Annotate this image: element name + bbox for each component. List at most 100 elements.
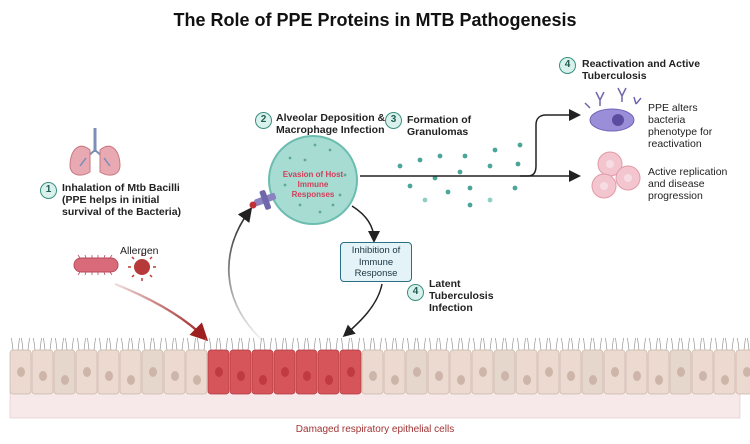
cell-nucleus [413, 367, 421, 377]
cell-nucleus [259, 375, 267, 385]
cell-nucleus [457, 375, 465, 385]
cilium [655, 337, 658, 351]
cilium [615, 337, 618, 351]
cilium [445, 337, 448, 351]
cilium [435, 337, 438, 351]
cilium [99, 337, 102, 351]
cilium [687, 337, 690, 351]
cilium [27, 337, 30, 351]
bacillus-icon [73, 254, 119, 276]
cilium [43, 337, 46, 351]
cilium [693, 337, 696, 351]
cilium [373, 337, 376, 351]
cilium [347, 337, 350, 351]
cell-nucleus [567, 371, 575, 381]
cell-nucleus [435, 371, 443, 381]
cilium [401, 337, 404, 351]
cilium [237, 337, 240, 351]
cilium [269, 337, 272, 351]
cell-nucleus [171, 371, 179, 381]
cilium [747, 337, 750, 351]
inhibition-box: Inhibition of Immune Response [340, 242, 412, 282]
cell-nucleus [325, 375, 333, 385]
cilium [325, 337, 328, 351]
damaged-cell [317, 349, 340, 395]
step-1-label: Inhalation of Mtb Bacilli (PPE helps in … [62, 182, 182, 218]
cilium [511, 337, 514, 351]
cilium [341, 337, 344, 351]
cell-nucleus [127, 375, 135, 385]
cilium [363, 337, 366, 351]
cilium [709, 337, 712, 351]
step-4-latent-badge: 4 [407, 284, 424, 301]
epithelial-cell [53, 349, 76, 395]
cilium [659, 337, 662, 351]
cell-nucleus [193, 375, 201, 385]
cilium [291, 337, 294, 351]
cilium [715, 337, 718, 351]
cilium [413, 337, 416, 351]
cilium [87, 337, 90, 351]
cilium [21, 337, 24, 351]
cilium [17, 337, 20, 351]
cilium [115, 337, 118, 351]
ppe-alters-label: PPE alters bacteria phenotype for reacti… [648, 102, 713, 150]
step-1-badge: 1 [40, 182, 57, 199]
epithelial-cell [515, 349, 538, 395]
epithelium-label: Damaged respiratory epithelial cells [295, 424, 455, 435]
cilium [65, 337, 68, 351]
cilium [545, 337, 548, 351]
cilium [567, 337, 570, 351]
diagram-title: The Role of PPE Proteins in MTB Pathogen… [173, 10, 577, 30]
cell-nucleus [83, 367, 91, 377]
cilium [555, 337, 558, 351]
cilium [561, 337, 564, 351]
cilium [137, 337, 140, 351]
cilium [473, 337, 476, 351]
cell-nucleus [281, 367, 289, 377]
cilium [681, 337, 684, 351]
cilium [225, 337, 228, 351]
cilium [297, 337, 300, 351]
cilium [77, 337, 80, 351]
cilium [181, 337, 184, 351]
cilium [671, 337, 674, 351]
cilium [407, 337, 410, 351]
cilium [379, 337, 382, 351]
cilium [571, 337, 574, 351]
cilium [731, 337, 734, 351]
macrophage-icon [268, 135, 358, 225]
arrow-to-inhibition [351, 205, 380, 243]
cilium [175, 337, 178, 351]
step-2-badge: 2 [255, 112, 272, 129]
cilium [231, 337, 234, 351]
antibody-icon [249, 190, 277, 210]
cilium [187, 337, 190, 351]
cilium [583, 337, 586, 351]
arrow-to-reactivation [520, 109, 581, 177]
cilium [335, 337, 338, 351]
cilium [313, 337, 316, 351]
cell-nucleus [39, 371, 47, 381]
cilium [391, 337, 394, 351]
cilium [483, 337, 486, 351]
cilium [285, 337, 288, 351]
cell-nucleus [611, 367, 619, 377]
cilium [275, 337, 278, 351]
cell-nucleus [347, 367, 355, 377]
cilium [121, 337, 124, 351]
cilium [517, 337, 520, 351]
cilium [209, 337, 212, 351]
cilium [351, 337, 354, 351]
cilium [703, 337, 706, 351]
epithelial-cell [449, 349, 472, 395]
cilium [451, 337, 454, 351]
cilium [159, 337, 162, 351]
cilium [523, 337, 526, 351]
cell-nucleus [105, 371, 113, 381]
step-2-label: Alveolar Deposition & Macrophage Infecti… [276, 112, 386, 136]
cell-nucleus [17, 367, 25, 377]
cilium [627, 337, 630, 351]
epithelial-cell [647, 349, 670, 395]
cilium [71, 337, 74, 351]
